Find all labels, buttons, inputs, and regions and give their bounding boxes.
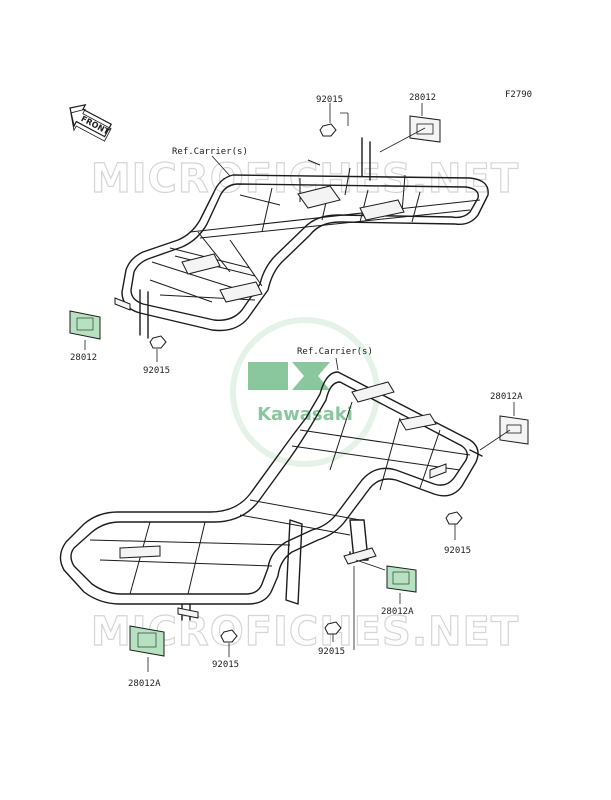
callout-top-nut: 92015 bbox=[316, 95, 343, 105]
figure-code: F2790 bbox=[505, 90, 532, 100]
callout-mid-ref: Ref.Carrier(s) bbox=[297, 347, 373, 357]
callout-center-nut: 92015 bbox=[318, 647, 345, 657]
callout-top-reflector: 28012 bbox=[409, 93, 436, 103]
callout-right-reflector: 28012A bbox=[490, 392, 523, 402]
nut-right[interactable] bbox=[445, 511, 463, 525]
callout-top-ref: Ref.Carrier(s) bbox=[172, 147, 248, 157]
nut-left[interactable] bbox=[149, 335, 167, 349]
reflector-center[interactable] bbox=[386, 565, 417, 593]
reflector-top[interactable] bbox=[409, 115, 441, 143]
callout-center-reflector: 28012A bbox=[381, 607, 414, 617]
reflector-bottom-left[interactable] bbox=[129, 625, 165, 657]
nut-center[interactable] bbox=[324, 621, 342, 635]
callout-bottom-nut: 92015 bbox=[212, 660, 239, 670]
nut-bottom[interactable] bbox=[220, 629, 238, 643]
reflector-left[interactable] bbox=[69, 310, 101, 340]
logo-text: Kawasaki bbox=[257, 404, 353, 425]
callout-right-nut: 92015 bbox=[444, 546, 471, 556]
leader-lines bbox=[84, 103, 515, 672]
callout-left-nut: 92015 bbox=[143, 366, 170, 376]
rear-carrier-frame bbox=[59, 371, 483, 621]
front-carrier-frame bbox=[114, 137, 489, 339]
reflector-right[interactable] bbox=[499, 415, 529, 445]
callout-bottom-reflector: 28012A bbox=[128, 679, 161, 689]
front-arrow-icon: FRONT bbox=[69, 103, 113, 142]
nut-top[interactable] bbox=[319, 123, 337, 137]
callout-left-reflector: 28012 bbox=[70, 353, 97, 363]
